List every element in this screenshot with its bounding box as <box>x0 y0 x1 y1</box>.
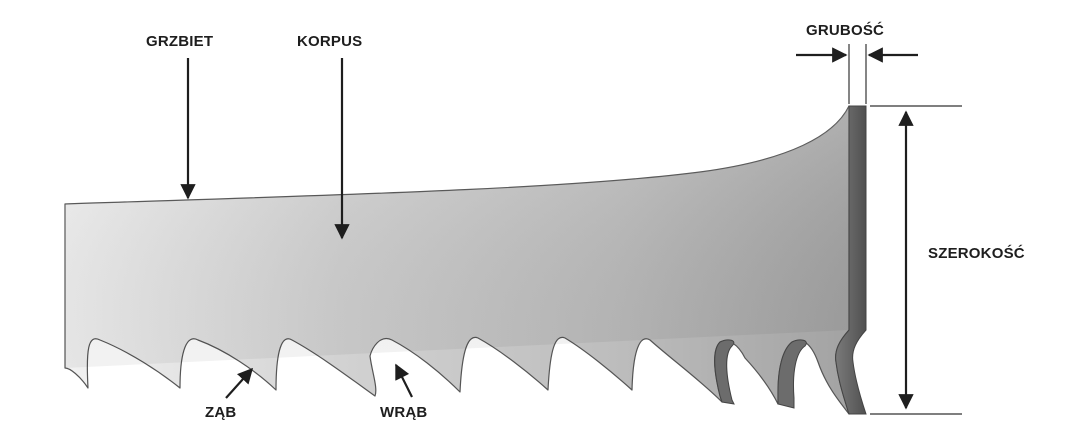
gullet-label: WRĄB <box>380 404 428 421</box>
tooth-side-face <box>714 339 735 405</box>
tooth-pointer-arrow <box>225 367 254 399</box>
width-label: SZEROKOŚĆ <box>928 245 1025 262</box>
thickness-label: GRUBOŚĆ <box>806 22 885 39</box>
blade-shading <box>65 106 849 368</box>
blade-edge <box>835 105 867 415</box>
body-label: KORPUS <box>297 33 363 50</box>
tooth-label: ZĄB <box>205 404 237 421</box>
back-label: GRZBIET <box>146 33 214 50</box>
gullet-pointer-arrow <box>395 363 413 398</box>
tooth-side-face <box>777 339 807 409</box>
